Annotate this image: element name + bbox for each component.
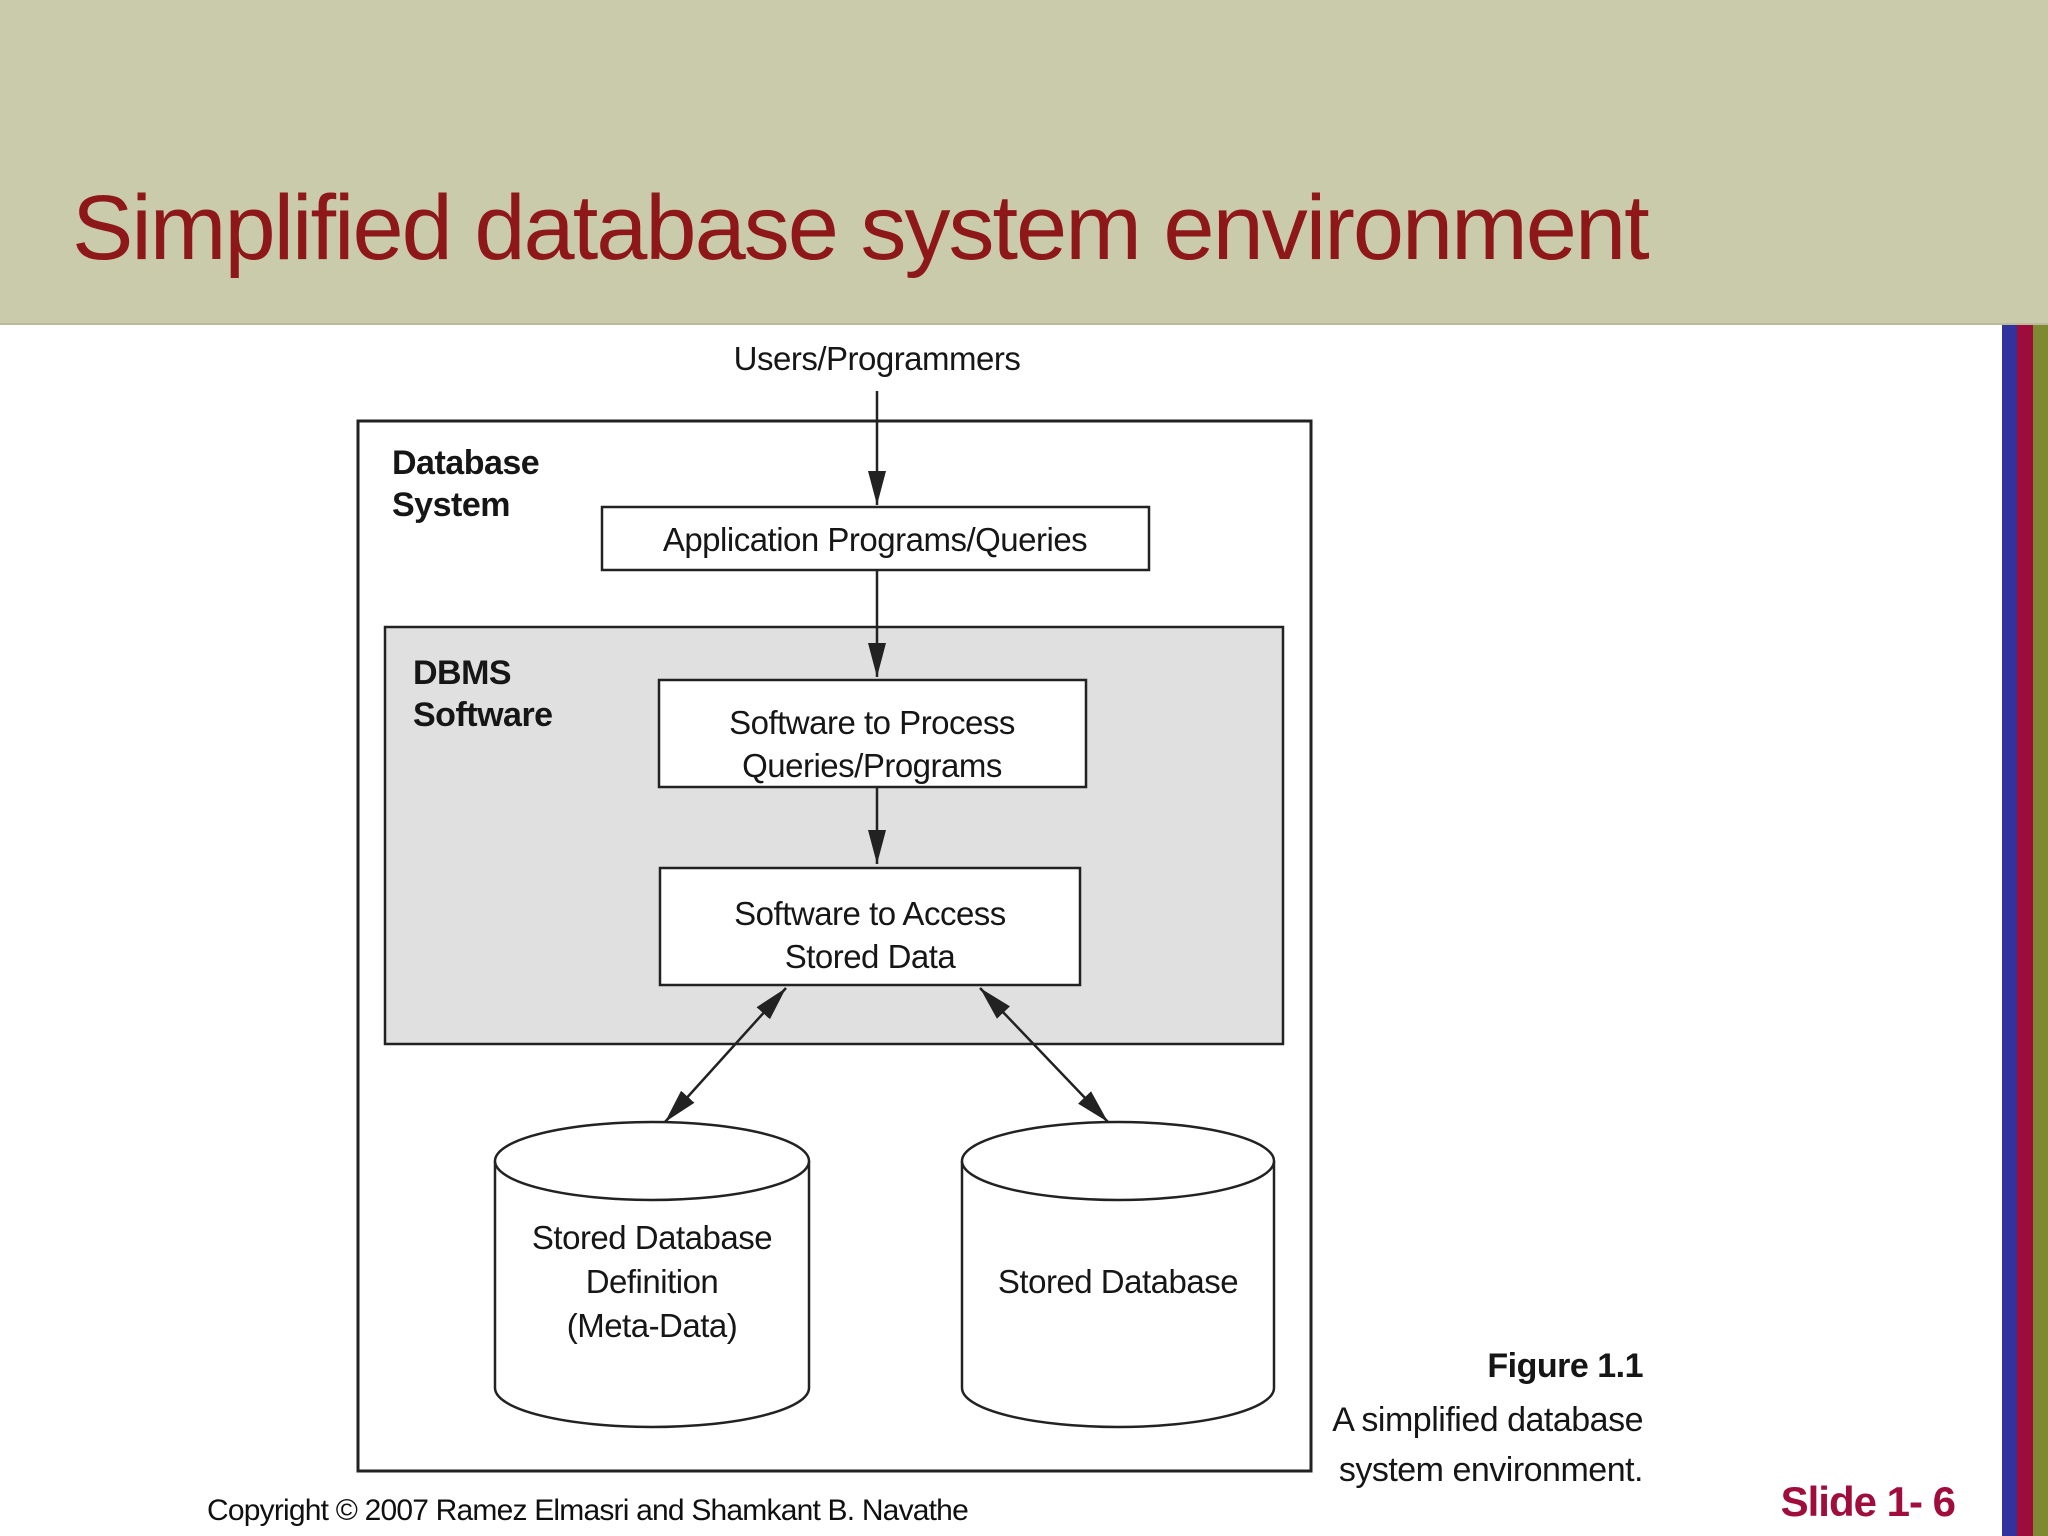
access-box-label-line2: Stored Data <box>785 938 957 975</box>
figure-caption-line1: A simplified database <box>1332 1401 1643 1439</box>
slide-number: Slide 1- 6 <box>1780 1478 1956 1525</box>
database-system-box <box>356 419 1313 1473</box>
dbms-software-label-line1: DBMS <box>413 654 511 692</box>
access-box-label-line1: Software to Access <box>734 895 1006 932</box>
dbms-software-label-line2: Software <box>413 696 553 734</box>
arrow-access-data-cylinder <box>979 987 1109 1123</box>
data-cylinder-top <box>960 1120 1276 1202</box>
application-programs-label: Application Programs/Queries <box>663 521 1087 558</box>
meta-cylinder-body <box>493 1161 811 1429</box>
users-programmers-label: Users/Programmers <box>734 340 1021 377</box>
data-cylinder-label: Stored Database <box>998 1263 1238 1300</box>
process-box-label-line2: Queries/Programs <box>742 747 1002 784</box>
database-system-label-line1: Database <box>392 444 539 482</box>
meta-cylinder-label-line3: (Meta-Data) <box>567 1307 738 1344</box>
access-stored-data-box <box>658 866 1082 987</box>
title-band <box>0 0 2048 325</box>
arrow-access-meta-cylinder <box>664 987 787 1123</box>
figure-caption-line2: system environment. <box>1339 1451 1643 1489</box>
application-programs-box <box>600 505 1151 572</box>
slide-title: Simplified database system environment <box>72 177 1650 279</box>
edge-stripe-olive <box>2033 325 2048 1536</box>
database-system-label-line2: System <box>392 486 510 524</box>
edge-stripe-blue <box>2002 325 2017 1536</box>
figure-caption-title: Figure 1.1 <box>1487 1347 1643 1385</box>
meta-cylinder-label-line2: Definition <box>586 1263 719 1300</box>
process-box-label-line1: Software to Process <box>729 704 1015 741</box>
copyright-text: Copyright © 2007 Ramez Elmasri and Shamk… <box>207 1494 969 1527</box>
edge-stripe-crimson <box>2017 325 2033 1536</box>
meta-cylinder-label-line1: Stored Database <box>532 1219 772 1256</box>
process-queries-box <box>657 678 1088 789</box>
meta-cylinder-top <box>493 1120 811 1202</box>
data-cylinder-body <box>960 1161 1276 1429</box>
